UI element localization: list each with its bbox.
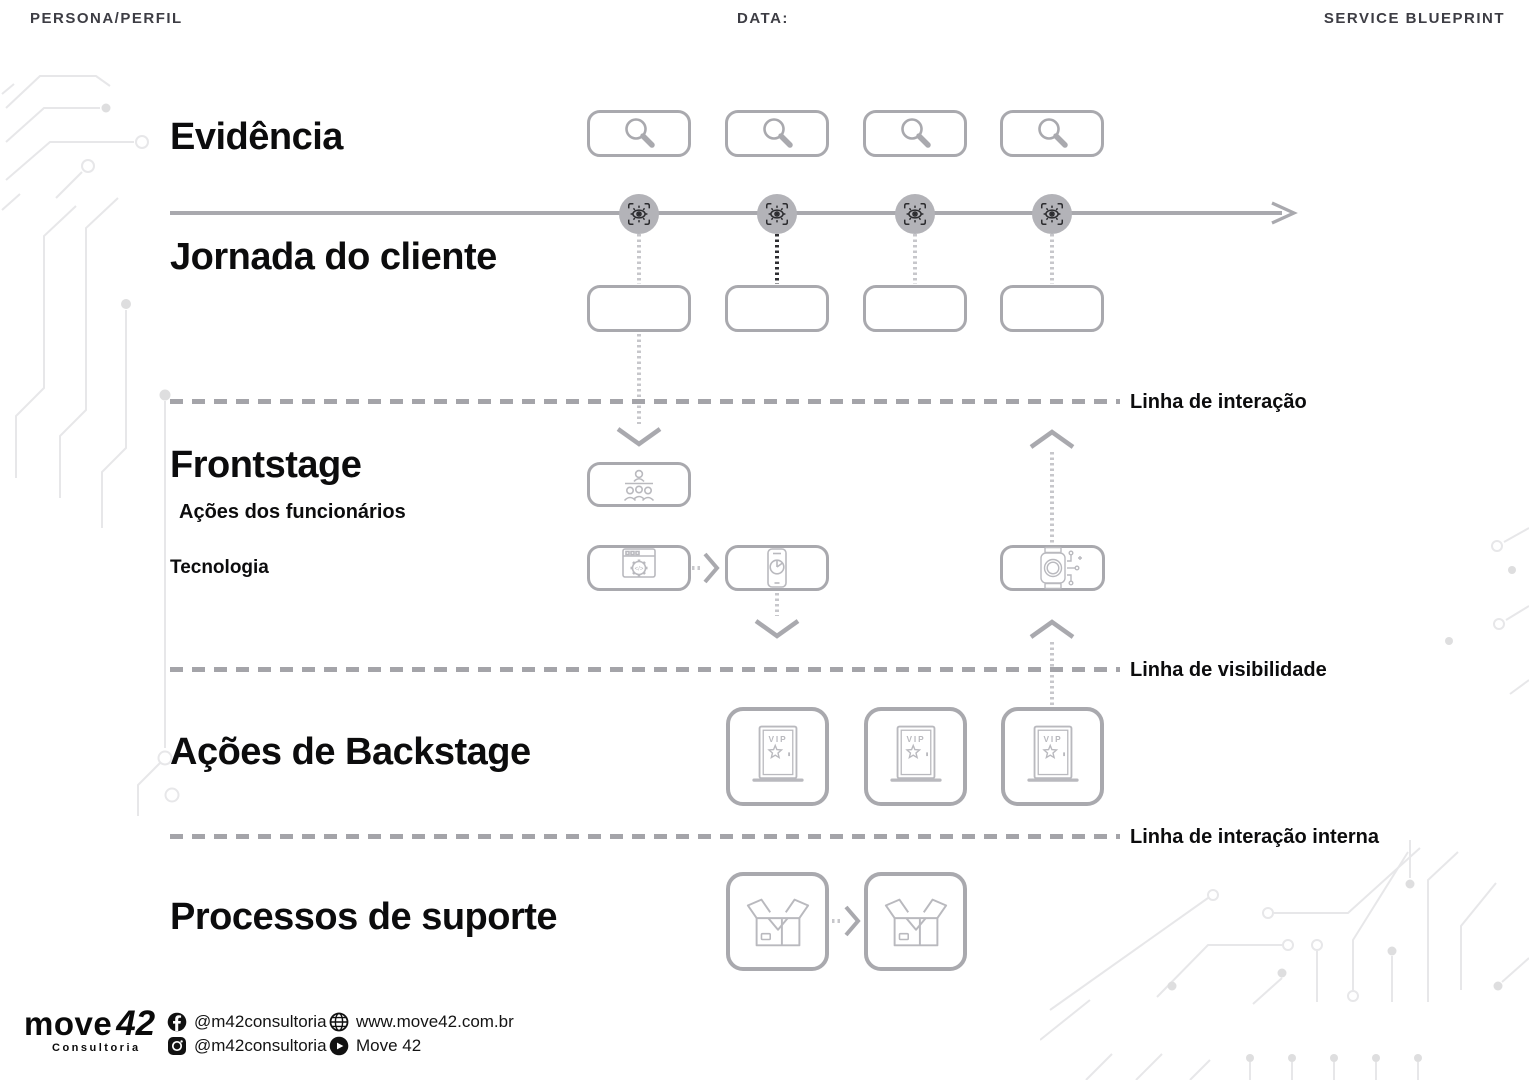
visibility-line [170,667,1120,672]
svg-text:VIP: VIP [1043,734,1062,744]
connector-dotted [775,593,779,616]
backstage-row-label: Ações de Backstage [170,731,531,773]
facebook-icon [167,1012,187,1032]
smartphone-chart-icon [767,548,787,588]
touchpoint-node-1[interactable] [619,194,659,234]
touchpoint-node-3[interactable] [895,194,935,234]
facebook-link[interactable]: @m42consultoria [167,1012,327,1032]
arrow-up-icon [1029,619,1075,639]
instagram-icon [168,1037,186,1055]
date-label: DATA: [737,10,789,27]
journey-slot-3[interactable] [863,285,967,332]
connector-dotted [832,919,843,923]
instagram-link[interactable]: @m42consultoria [167,1036,327,1056]
journey-slot-1[interactable] [587,285,691,332]
circuit-decoration-bottom-right [1040,840,1529,1080]
eye-focus-icon [903,202,927,226]
journey-row-label: Jornada do cliente [170,236,497,278]
logo-number: 42 [116,1004,156,1043]
interaction-line-label: Linha de interação [1130,391,1307,413]
arrow-down-icon [616,427,662,447]
website-url: www.move42.com.br [356,1012,514,1031]
backstage-slot-3[interactable]: VIP [1001,707,1104,806]
circuit-decoration-right-edge [1445,527,1529,695]
arrow-up-icon [1029,429,1075,449]
magnifier-icon [1038,117,1068,148]
eye-focus-icon [765,202,789,226]
frontstage-staff-slot[interactable] [587,462,691,507]
journey-slot-2[interactable] [725,285,829,332]
interaction-line [170,399,1120,404]
youtube-icon [329,1036,349,1056]
arrow-down-icon [754,619,800,639]
vip-door-icon: VIP [889,725,942,782]
connector-dotted [637,334,641,424]
globe-icon [329,1012,349,1032]
vip-door-icon: VIP [751,725,804,782]
connector-dotted [637,234,641,284]
technology-watch-slot[interactable] [1000,545,1105,591]
journey-slot-4[interactable] [1000,285,1104,332]
backstage-slot-2[interactable]: VIP [864,707,967,806]
magnifier-icon [763,117,793,148]
evidence-slot-2[interactable] [725,110,829,157]
vip-door-icon: VIP [1026,725,1079,782]
backstage-slot-1[interactable]: VIP [726,707,829,806]
connector-dotted [1050,642,1054,705]
persona-label: PERSONA/PERFIL [30,10,183,27]
blueprint-title: SERVICE BLUEPRINT [1323,10,1505,27]
visibility-line-label: Linha de visibilidade [1130,659,1327,681]
logo-subtitle: Consultoria [52,1042,141,1054]
technology-row-label: Tecnologia [170,557,269,578]
logo-word: move [24,1005,113,1042]
technology-web-slot[interactable]: </> [587,545,691,591]
support-row-label: Processos de suporte [170,896,558,938]
facebook-handle: @m42consultoria [194,1012,327,1031]
journey-timeline [170,211,1282,215]
smartwatch-icon [1039,546,1082,590]
eye-focus-icon [627,202,651,226]
technology-mobile-slot[interactable] [725,545,829,591]
presentation-people-icon [623,469,655,501]
instagram-handle: @m42consultoria [194,1036,327,1055]
open-box-icon [884,898,947,946]
timeline-arrowhead-icon [1271,201,1298,225]
touchpoint-node-2[interactable] [757,194,797,234]
svg-text:VIP: VIP [768,734,787,744]
connector-dotted-dark [775,234,779,284]
magnifier-icon [901,117,931,148]
internal-interaction-line-label: Linha de interação interna [1130,826,1379,848]
connector-dotted [913,234,917,284]
svg-text:</>: </> [635,566,644,572]
touchpoint-node-4[interactable] [1032,194,1072,234]
support-slot-2[interactable] [864,872,967,971]
evidence-slot-1[interactable] [587,110,691,157]
connector-dotted [692,566,702,570]
open-box-icon [746,898,809,946]
browser-gear-icon: </> [622,548,656,578]
evidence-row-label: Evidência [170,116,343,158]
evidence-slot-4[interactable] [1000,110,1104,157]
connector-dotted [1050,452,1054,543]
frontstage-sub-label: Ações dos funcionários [179,501,406,523]
evidence-slot-3[interactable] [863,110,967,157]
magnifier-icon [625,117,655,148]
connector-dotted [1050,234,1054,284]
youtube-link[interactable]: Move 42 [329,1036,421,1056]
arrow-right-icon [844,905,861,937]
arrow-right-icon [703,552,720,584]
youtube-name: Move 42 [356,1036,422,1055]
internal-interaction-line [170,834,1120,839]
frontstage-row-label: Frontstage [170,444,362,486]
svg-text:VIP: VIP [906,734,925,744]
eye-focus-icon [1040,202,1064,226]
circuit-decoration-top-left [1,75,180,816]
website-link[interactable]: www.move42.com.br [329,1012,514,1032]
support-slot-1[interactable] [726,872,829,971]
